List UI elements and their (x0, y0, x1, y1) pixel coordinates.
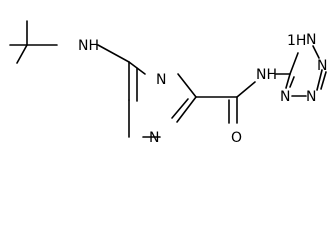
bond-c5-n1 (289, 52, 299, 75)
atom-n-pyrazine-top: N (156, 72, 166, 88)
atom-n-tetrazole-n3: N (306, 89, 316, 105)
bond-c5-n4 (285, 73, 291, 89)
atom-nh-amide: NH (256, 67, 277, 83)
tert-butyl-group (9, 20, 58, 64)
bond-nh-to-pyrazine (97, 44, 130, 63)
atom-n-tetrazole-n2: N (317, 58, 327, 74)
bond-n2-n3-double (320, 71, 327, 90)
structure-svg: NH N N O NH 1H N N N N (9, 20, 327, 146)
atom-1h-tetrazole: 1H (287, 33, 306, 49)
atom-nh-tbu: NH (78, 38, 99, 54)
bond-c5-n4-double (289, 76, 295, 88)
bond-carbonyl-nh (236, 81, 256, 98)
amide-group (195, 81, 256, 124)
bond-n2-n3 (316, 69, 323, 91)
atom-n-pyrazine-bottom: N (149, 130, 159, 146)
atom-n-tetrazole-n4: N (280, 89, 290, 105)
bond-c2-c3 (176, 96, 197, 123)
bond-tbu-methyl-bottom (16, 44, 28, 64)
tetrazole-ring (285, 45, 327, 97)
bond-n1-c2 (177, 73, 197, 98)
bond-n1-n2 (312, 45, 320, 59)
atom-o-carbonyl: O (231, 130, 242, 146)
bond-c2-c3-inner (171, 98, 189, 119)
pyrazine-ring (128, 61, 197, 138)
molecule-diagram: NH N N O NH 1H N N N N (9, 20, 327, 146)
atom-n-tetrazole-n1: N (306, 32, 316, 48)
